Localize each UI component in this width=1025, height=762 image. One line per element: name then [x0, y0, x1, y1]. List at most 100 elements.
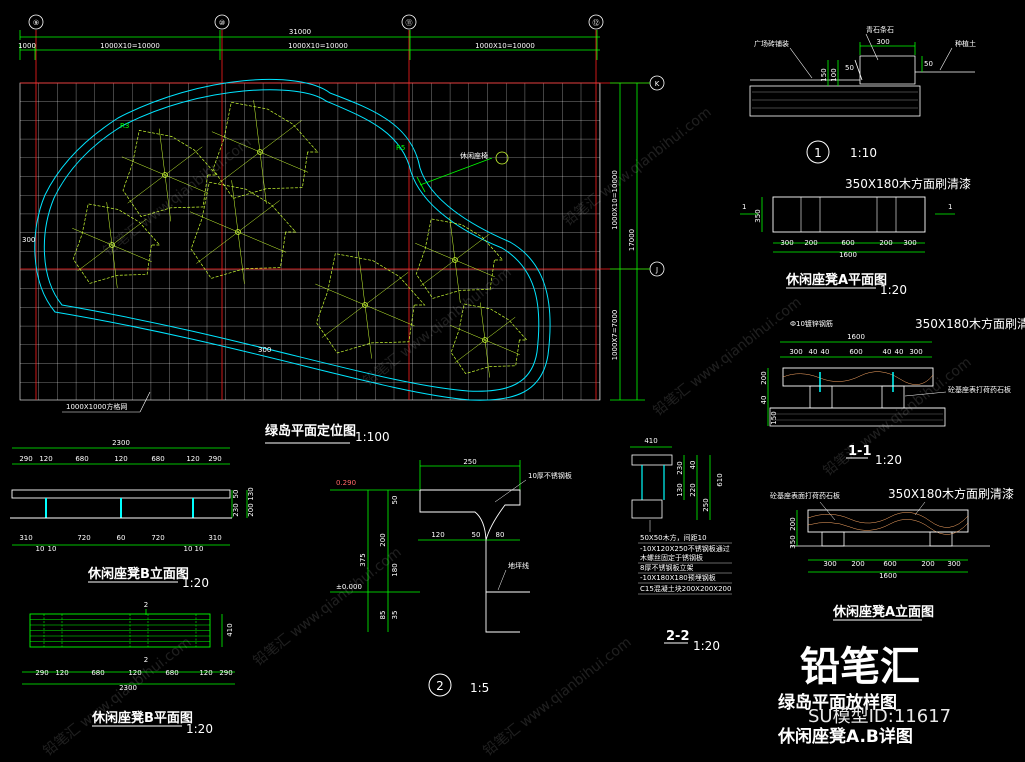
dim-right-upper: 1000X10=10000 — [611, 170, 619, 230]
plant-branch — [253, 100, 261, 153]
bench-b-elev-bot-6: 720 — [151, 534, 164, 542]
plant-branch — [121, 156, 166, 176]
axis-bubble-k: K — [649, 75, 665, 91]
plant-branch — [211, 131, 261, 153]
bench-b-plan-title: 休闲座凳B平面图 — [91, 710, 193, 726]
plant-branch — [127, 174, 166, 204]
bench-b-elev-title: 休闲座凳B立面图 — [87, 566, 189, 582]
plant-branch — [164, 174, 209, 194]
section22-note-1: 50X50木方，间距10 — [640, 533, 707, 542]
section11-side-2: 40 — [760, 396, 768, 405]
bench-a-plan-cut-right: 1 — [948, 203, 952, 211]
bench-a-elev-total: 1600 — [879, 572, 897, 580]
bench-b-elev-side-3: 130 — [247, 487, 255, 500]
bench-b-slats — [30, 614, 210, 647]
bench-b-plan-cut-bottom: 2 — [144, 656, 148, 664]
detail2-top-dim: 250 — [463, 458, 476, 466]
bench-a-plan-scale: 1:20 — [880, 283, 907, 297]
bench-b-elev-bot-4: 720 — [77, 534, 90, 542]
dim-right-total: 17000 — [628, 229, 636, 251]
bench-a-plan-side: 350 — [754, 209, 762, 222]
detail2-v-dim-2: 200 — [379, 533, 387, 546]
detail2-v-dim-4: 180 — [391, 563, 399, 576]
section22-side-5: 250 — [702, 498, 710, 511]
detail1-dim-d: 50 — [924, 60, 933, 68]
detail1-label-paving: 广场砖铺装 — [754, 39, 789, 48]
axis-bubble-10: ⑩ — [214, 14, 230, 30]
section22-top-dim: 410 — [644, 437, 657, 445]
bench-a-elev-side-1: 200 — [789, 517, 797, 530]
bench-b-elev-side-4: 200 — [247, 503, 255, 516]
island-plan: 31000 1000 1000X10=10000 1000X10=10000 1… — [18, 14, 665, 444]
bench-b-plan-dim-3: 680 — [91, 669, 104, 677]
bench-a-plan-total: 1600 — [839, 251, 857, 259]
plant-canopy — [316, 253, 426, 354]
plant-branch — [484, 339, 520, 355]
bench-b-elev-bot-2: 10 — [36, 545, 45, 553]
section22-note-6: C15混凝土块200X200X200 — [640, 584, 731, 593]
bench-callout-circle — [495, 151, 509, 165]
detail1-label-stone: 青石条石 — [866, 25, 894, 34]
axis-number-12: ⑫ — [593, 19, 600, 27]
bench-a-elev-dim-1: 300 — [823, 560, 836, 568]
section11-dim-1: 300 — [789, 348, 802, 356]
detail2-v-dim-3: 375 — [359, 553, 367, 566]
section22-note-3: 木螺丝固定于锈钢板 — [640, 553, 703, 562]
plant-center — [109, 242, 115, 248]
plant-branch — [259, 151, 309, 173]
bench-b-elev-top-6: 120 — [186, 455, 199, 463]
axis-letter-k: K — [655, 80, 660, 88]
detail1-label-soil: 种植土 — [955, 39, 976, 48]
bench-b-plan-dim-5: 680 — [165, 669, 178, 677]
grid-note-text: 1000X1000方格网 — [66, 402, 127, 411]
dim-segment-2: 1000X10=10000 — [100, 42, 160, 50]
bench-a-elev-dim-5: 300 — [947, 560, 960, 568]
detail2-note-bottom: 地坪线 — [508, 561, 529, 570]
bench-a-plan-dim-4: 200 — [879, 239, 892, 247]
detail2-h-dim-2: 50 — [472, 531, 481, 539]
bench-b-plan-dim-7: 290 — [219, 669, 232, 677]
plant-branch — [364, 304, 372, 359]
plant-symbol — [72, 202, 161, 288]
plant-branch — [237, 231, 245, 284]
detail2-scale: 1:5 — [470, 681, 489, 695]
bench-b-plan-cut-top: 2 — [144, 601, 148, 609]
bench-b-elev-side-2: 230 — [232, 503, 240, 516]
diagonal-watermark-text: 铅笔汇 www.qianbihui.com — [481, 634, 635, 759]
plant-branch — [454, 259, 461, 303]
detail2-h-dim-3: 80 — [496, 531, 505, 539]
axis-letter-j: J — [655, 266, 658, 274]
watermark-brand: 铅笔汇 — [800, 644, 920, 690]
island-grid — [19, 82, 601, 401]
section11-dim-2: 40 — [809, 348, 818, 356]
bench-a-elev-dim-3: 600 — [883, 560, 896, 568]
plant-branch — [450, 325, 486, 341]
plant-branch — [111, 218, 147, 246]
plant-branch — [315, 283, 366, 306]
island-right-dimensions — [610, 82, 650, 401]
detail2-note-top: 10厚不锈钢板 — [528, 471, 572, 480]
radius-markers: R3 R5 300 300 — [22, 122, 405, 354]
plant-canopy — [212, 101, 319, 199]
island-top-dimensions — [19, 30, 600, 60]
detail1-dim-b: 100 — [830, 68, 838, 81]
bench-b-plan-dim-6: 120 — [199, 669, 212, 677]
section22-note-5: -10X180X180预埋钢板 — [640, 573, 716, 582]
section11-right-note: 砼基座表打荷药石板 — [948, 385, 1011, 394]
plant-branch — [259, 151, 267, 204]
diagonal-watermark-text: 铅笔汇 www.qianbihui.com — [101, 134, 255, 259]
bench-b-elev-bot-9: 310 — [208, 534, 221, 542]
plant-symbol — [121, 128, 218, 222]
bench-a-elev-material: 350X180木方面刷清漆 — [888, 486, 1014, 501]
dim-total-width: 31000 — [289, 28, 311, 36]
section22-side-6: 610 — [716, 473, 724, 486]
section22-side-1: 230 — [676, 461, 684, 474]
sheet-title-1: 绿岛平面放样图 — [778, 692, 897, 713]
plant-symbol — [415, 217, 504, 303]
axis-number-10: ⑩ — [219, 19, 225, 27]
bench-b-elev-side-1: 50 — [232, 490, 240, 499]
section22-note-4: 8厚不锈钢板立架 — [640, 563, 693, 572]
bench-a-plan-title: 休闲座凳A平面图 — [785, 272, 887, 288]
plant-branch — [106, 202, 113, 246]
